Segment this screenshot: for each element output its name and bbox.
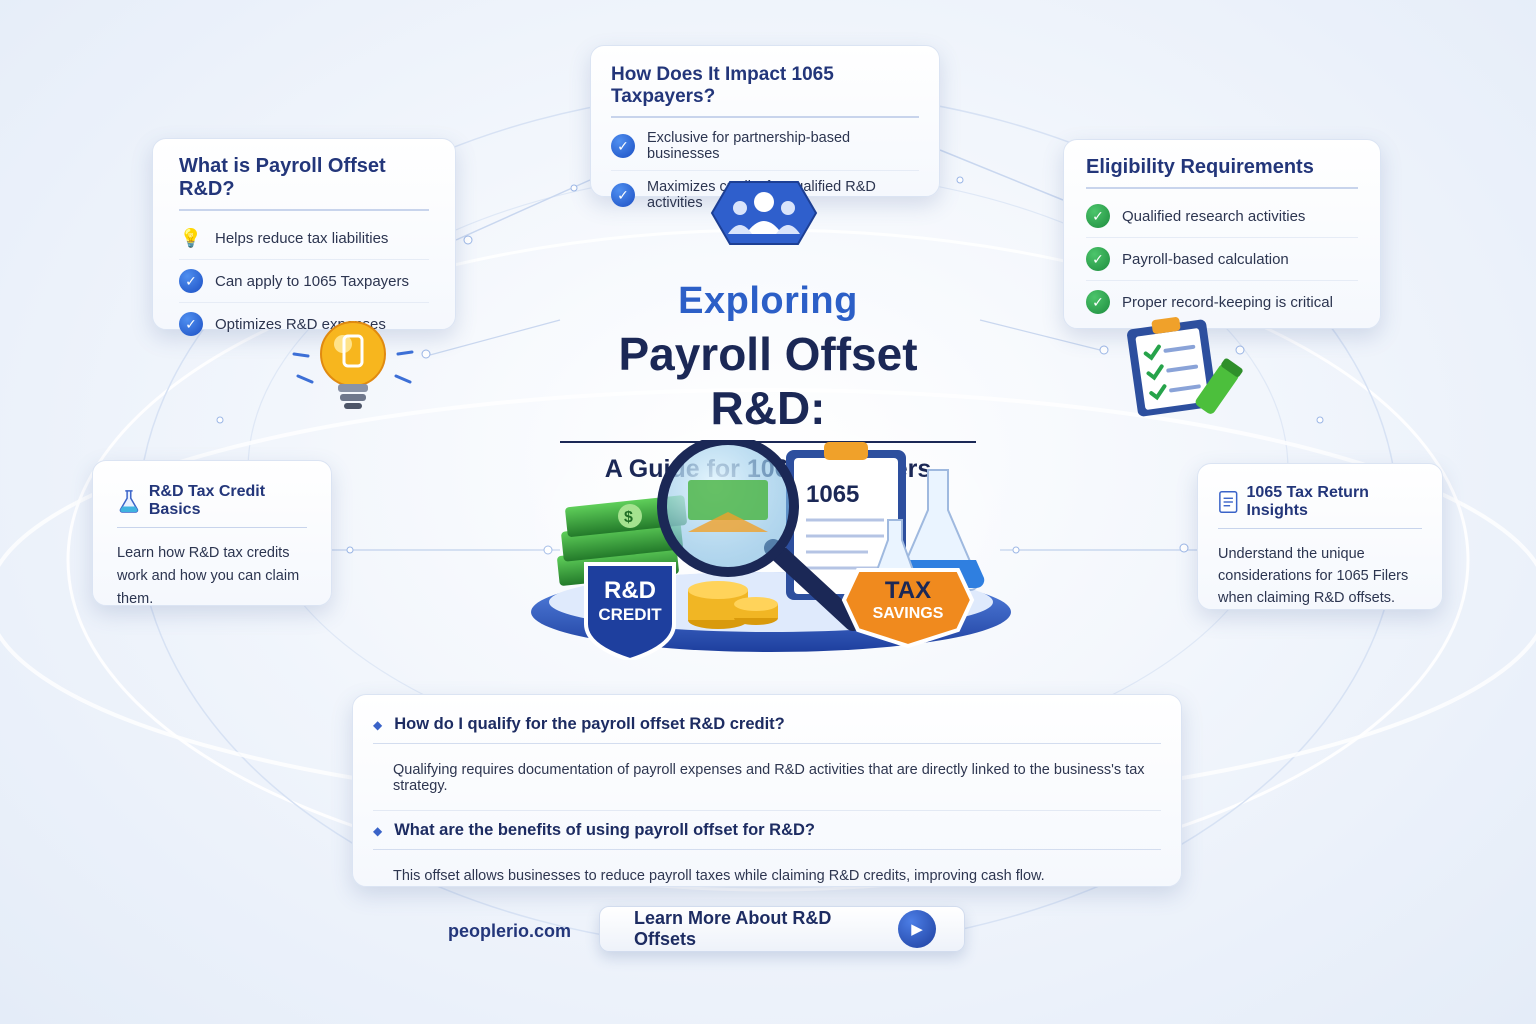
users-icon bbox=[710, 181, 818, 245]
list-item-label: Can apply to 1065 Taxpayers bbox=[215, 272, 410, 290]
form-number: 1065 bbox=[806, 481, 859, 508]
list-item-label: Payroll-based calculation bbox=[1122, 250, 1289, 268]
list-item-label: Proper record-keeping is critical bbox=[1122, 293, 1333, 311]
list-item: ✓ Proper record-keeping is critical bbox=[1086, 281, 1358, 323]
site-link[interactable]: peoplerio.com bbox=[448, 921, 572, 941]
lightbulb-icon bbox=[292, 321, 414, 409]
lightbulb-icon: 💡 bbox=[179, 227, 203, 248]
faq-question[interactable]: ◆ What are the benefits of using payroll… bbox=[373, 811, 1161, 850]
check-icon: ✓ bbox=[611, 134, 635, 158]
badge-right-line2: SAVINGS bbox=[873, 605, 944, 622]
rd-credit-illustration: $ 1065 R&D CREDIT bbox=[531, 440, 1011, 660]
list-item-label: Helps reduce tax liabilities bbox=[215, 229, 389, 247]
insights-title: 1065 Tax Return Insights bbox=[1246, 484, 1369, 519]
document-icon bbox=[1219, 490, 1238, 514]
list-item: 💡 Helps reduce tax liabilities bbox=[179, 217, 429, 260]
diamond-icon: ◆ bbox=[373, 717, 383, 732]
list-item-label: Qualified research activities bbox=[1122, 207, 1306, 225]
tax-savings-badge: TAX SAVINGS bbox=[841, 568, 975, 649]
insights-body: Understand the unique considerations for… bbox=[1218, 546, 1409, 606]
form-1065: 1065 bbox=[786, 442, 906, 600]
check-icon: ✓ bbox=[179, 269, 203, 293]
coins-icon bbox=[688, 581, 778, 629]
page-title: Payroll Offset R&D: bbox=[560, 327, 976, 443]
diamond-icon: ◆ bbox=[373, 823, 383, 838]
play-icon: ▶ bbox=[898, 910, 936, 948]
insights-card: 1065 Tax Return Insights Understand the … bbox=[1197, 463, 1443, 610]
insights-title-row: 1065 Tax Return Insights bbox=[1218, 484, 1422, 529]
svg-text:$: $ bbox=[624, 509, 633, 526]
list-item-label: Exclusive for partnership-based business… bbox=[647, 130, 851, 162]
check-icon: ✓ bbox=[1086, 204, 1110, 228]
badge-left-line1: R&D bbox=[604, 577, 656, 604]
flask-icon bbox=[119, 490, 139, 513]
faq-answer: This offset allows businesses to reduce … bbox=[393, 868, 1045, 884]
list-item: ✓ Payroll-based calculation bbox=[1086, 238, 1358, 281]
what-is-title: What is Payroll Offset R&D? bbox=[179, 155, 429, 211]
magnifier-icon bbox=[657, 440, 862, 631]
list-item: ✓ Qualified research activities bbox=[1086, 195, 1358, 238]
impact-card: How Does It Impact 1065 Taxpayers? ✓ Exc… bbox=[590, 45, 940, 211]
list-item: ✓ Can apply to 1065 Taxpayers bbox=[179, 260, 429, 303]
learn-more-label: Learn More About R&D Offsets bbox=[634, 908, 832, 949]
faq-question-label: What are the benefits of using payroll o… bbox=[394, 821, 816, 839]
badge-left-line2: CREDIT bbox=[598, 605, 662, 624]
faq-question-label: How do I qualify for the payroll offset … bbox=[394, 715, 785, 733]
basics-body: Learn how R&D tax credits work and how y… bbox=[117, 545, 300, 607]
basics-title-row: R&D Tax Credit Basics bbox=[117, 483, 307, 528]
what-is-card: What is Payroll Offset R&D? 💡 Helps redu… bbox=[152, 138, 456, 336]
title-line-1: Exploring bbox=[678, 280, 858, 322]
eligibility-card: Eligibility Requirements ✓ Qualified res… bbox=[1063, 139, 1381, 329]
check-icon: ✓ bbox=[1086, 290, 1110, 314]
check-icon: ✓ bbox=[1086, 247, 1110, 271]
basics-title: R&D Tax Credit Basics bbox=[148, 483, 266, 518]
basics-card: R&D Tax Credit Basics Learn how R&D tax … bbox=[92, 460, 332, 607]
rd-credit-badge: R&D CREDIT bbox=[584, 562, 676, 660]
faq-question[interactable]: ◆ How do I qualify for the payroll offse… bbox=[373, 709, 1161, 744]
clipboard-icon bbox=[1127, 317, 1243, 417]
faq-answer: Qualifying requires documentation of pay… bbox=[373, 744, 1161, 811]
badge-right-line1: TAX bbox=[885, 577, 931, 604]
check-icon: ✓ bbox=[179, 312, 203, 336]
faq-card: ◆ How do I qualify for the payroll offse… bbox=[352, 694, 1182, 887]
eligibility-title: Eligibility Requirements bbox=[1086, 156, 1358, 189]
learn-more-button[interactable]: Learn More About R&D Offsets ▶ bbox=[599, 906, 965, 952]
cash-stack: $ bbox=[557, 495, 687, 586]
check-icon: ✓ bbox=[611, 183, 635, 207]
list-item: ✓ Exclusive for partnership-based busine… bbox=[611, 122, 919, 171]
impact-title: How Does It Impact 1065 Taxpayers? bbox=[611, 64, 919, 118]
